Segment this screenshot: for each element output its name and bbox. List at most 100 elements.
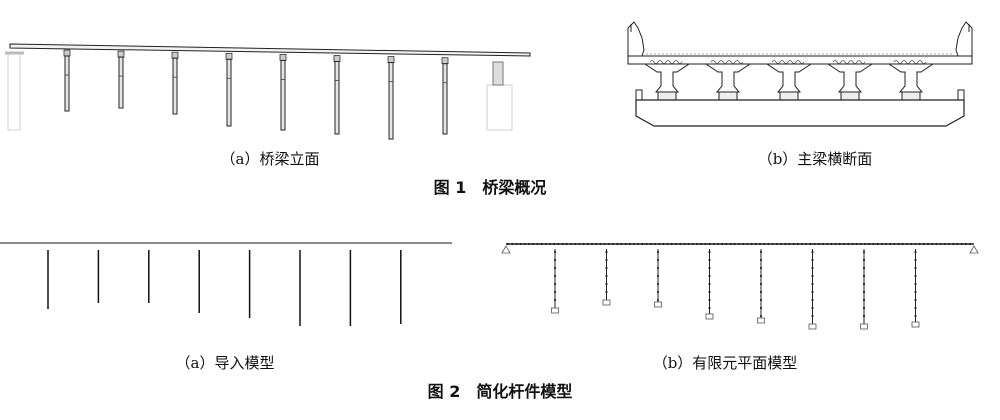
beam-node	[830, 242, 833, 246]
beam-node	[821, 242, 825, 246]
fe-model-figure	[500, 236, 990, 336]
beam-node	[687, 242, 690, 246]
column-node	[605, 274, 608, 278]
beam-node	[737, 242, 741, 246]
column-node	[656, 250, 660, 254]
beam-node	[767, 242, 770, 246]
beam-node	[754, 242, 757, 246]
beam-node	[645, 242, 648, 246]
column-node	[656, 282, 660, 286]
beam-node	[859, 242, 862, 246]
column-node	[553, 274, 557, 278]
beam-node	[569, 242, 573, 246]
pier-cap	[279, 53, 287, 61]
column-node	[811, 258, 814, 262]
beam-node	[826, 242, 829, 246]
beam-node	[653, 242, 657, 246]
beam-node	[771, 242, 774, 246]
beam-node	[746, 242, 749, 246]
beam-node	[506, 242, 510, 246]
beam-node	[926, 242, 930, 246]
beam-node	[599, 242, 602, 246]
pier-cap	[117, 50, 125, 58]
reinforcement-mark	[832, 60, 866, 64]
beam-node	[695, 242, 699, 246]
beam-node	[716, 242, 720, 246]
beam-node	[834, 242, 837, 246]
beam-node	[905, 242, 909, 246]
beam-node	[855, 242, 858, 246]
column-node	[553, 250, 557, 254]
column-node	[811, 298, 814, 302]
pier-cap	[171, 51, 179, 59]
column-node	[811, 274, 814, 278]
column-node	[914, 306, 917, 310]
beam-node	[884, 242, 888, 246]
column-node	[914, 282, 917, 286]
beam-node	[544, 242, 547, 246]
fixed-support	[808, 323, 817, 330]
fixed-support	[602, 299, 611, 306]
column-node	[862, 282, 866, 286]
beam-node	[805, 242, 808, 246]
fixed-support	[705, 313, 714, 320]
beam-node	[910, 242, 913, 246]
beam-node	[523, 242, 526, 246]
right-abutment	[486, 84, 513, 131]
pier-cap	[63, 49, 71, 57]
column-node	[656, 274, 660, 278]
column-node	[708, 266, 711, 270]
beam-node	[658, 242, 661, 246]
column-node	[656, 290, 660, 294]
beam-node	[788, 242, 791, 246]
reinforcement-mark	[649, 60, 683, 64]
beam-node	[800, 242, 804, 246]
reinforcement-mark	[771, 60, 805, 64]
column-node	[914, 250, 917, 254]
beam-node	[674, 242, 678, 246]
column-node	[708, 298, 711, 302]
column-node	[553, 258, 557, 262]
beam-node	[670, 242, 673, 246]
column-node	[914, 314, 917, 318]
beam-node	[582, 242, 585, 246]
beam-node	[616, 242, 619, 246]
beam-node	[527, 242, 531, 246]
column-node	[759, 306, 763, 310]
beam-node	[519, 242, 522, 246]
beam-node	[880, 242, 883, 246]
beam-node	[893, 242, 896, 246]
pier-column	[388, 62, 394, 140]
beam-node	[708, 242, 711, 246]
bridge-elevation-figure	[0, 35, 540, 140]
cap-stopper-left	[635, 89, 643, 100]
column-node	[811, 314, 814, 318]
reinforcement-mark	[710, 60, 744, 64]
column-node	[914, 258, 917, 262]
girder-section	[826, 63, 874, 93]
column-node	[914, 290, 917, 294]
beam-node	[897, 242, 900, 246]
fixed-support	[551, 307, 559, 314]
column-node	[708, 282, 711, 286]
beam-node	[758, 242, 762, 246]
beam-node	[725, 242, 728, 246]
girder-section	[704, 63, 752, 93]
pier-column	[334, 61, 340, 135]
girder-section	[765, 63, 813, 93]
girder-section	[643, 63, 691, 93]
beam-node	[876, 242, 879, 246]
column-node	[605, 290, 608, 294]
column-node	[553, 282, 557, 286]
bridge-elevation-drawing	[5, 43, 531, 140]
beam-node	[742, 242, 745, 246]
cap-stopper-right	[957, 89, 965, 100]
fixed-support	[757, 317, 765, 324]
column-node	[553, 290, 557, 294]
beam-node	[548, 242, 552, 246]
figure-2-title: 图 2 简化杆件模型	[427, 382, 573, 401]
beam-node	[935, 242, 938, 246]
beam-node	[691, 242, 694, 246]
column-node	[708, 258, 711, 262]
beam-node	[779, 242, 783, 246]
